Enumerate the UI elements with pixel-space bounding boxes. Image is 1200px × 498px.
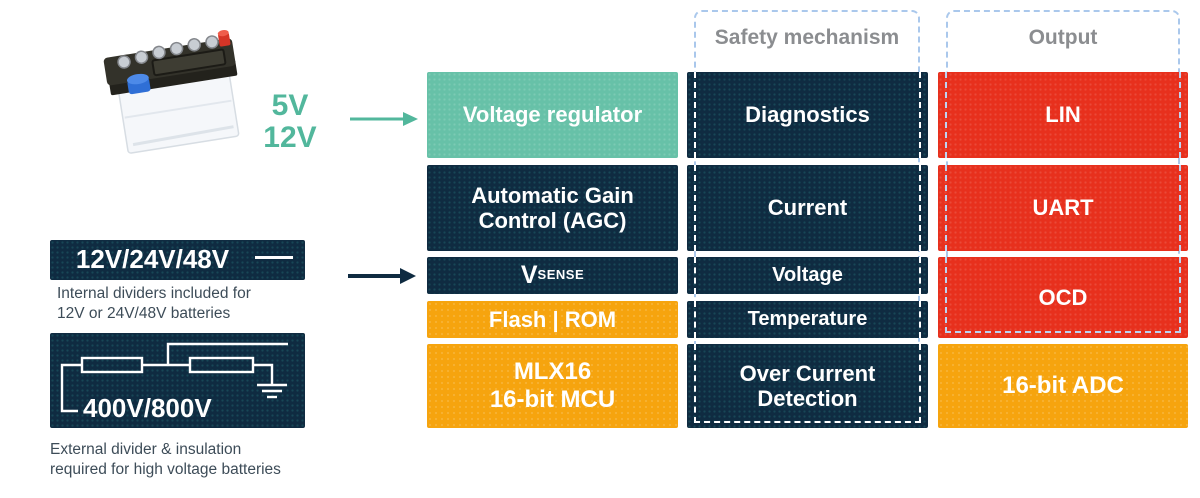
high-voltage-caption: External divider & insulation required f…: [50, 441, 281, 479]
teal-right-arrow-icon: [350, 109, 418, 134]
supply-12v: 12V: [263, 121, 317, 155]
current-box: Current: [687, 165, 928, 251]
high-voltage-input-box: 400V/800V: [50, 333, 305, 428]
agc-box: Automatic Gain Control (AGC): [427, 165, 678, 251]
diagnostics-box: Diagnostics: [687, 72, 928, 158]
voltage-regulator-box: Voltage regulator: [427, 72, 678, 158]
voltage-box: Voltage: [687, 257, 928, 294]
temperature-box: Temperature: [687, 301, 928, 338]
navy-right-arrow-icon: [348, 265, 416, 292]
lin-box: LIN: [938, 72, 1188, 158]
supply-voltage-label: 5V 12V: [250, 89, 330, 155]
adc-box: 16-bit ADC: [938, 344, 1188, 428]
high-voltage-input-label: 400V/800V: [83, 393, 212, 423]
over-current-detection-box: Over Current Detection: [687, 344, 928, 428]
output-column-header: Output: [1028, 26, 1098, 49]
supply-5v: 5V: [271, 89, 309, 122]
wire-stub-line: [255, 256, 293, 259]
ocd-box: OCD: [938, 257, 1188, 338]
uart-box: UART: [938, 165, 1188, 251]
flash-rom-box: Flash | ROM: [427, 301, 678, 338]
battery-icon: [95, 6, 247, 168]
low-voltage-caption: Internal dividers included for 12V or 24…: [57, 285, 251, 323]
low-voltage-input-label: 12V/24V/48V: [75, 244, 230, 274]
mlx16-mcu-box: MLX16 16-bit MCU: [427, 344, 678, 428]
resistor-divider-schematic-icon: [60, 342, 288, 413]
low-voltage-input-box: 12V/24V/48V: [50, 240, 305, 280]
safety-column-header: Safety mechanism: [714, 26, 900, 49]
